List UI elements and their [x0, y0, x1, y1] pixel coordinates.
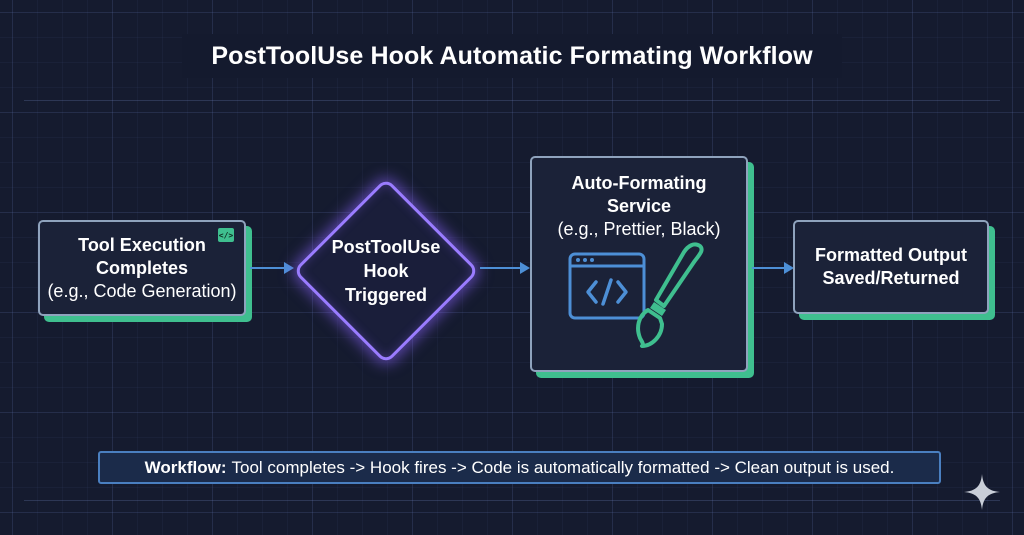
arrow-tool-to-hook: [250, 262, 294, 274]
diagram-title: PostToolUse Hook Automatic Formating Wor…: [211, 41, 813, 70]
arrow-hook-to-service: [480, 262, 530, 274]
node-service-line2: Service: [606, 196, 672, 216]
node-tool-line3: (e.g., Code Generation): [47, 280, 237, 301]
node-hook-line2: Hook: [363, 261, 409, 281]
node-output-line2: Saved/Returned: [822, 268, 960, 288]
node-service-line3: (e.g., Prettier, Black): [557, 219, 721, 239]
workflow-label: Workflow:: [144, 457, 227, 477]
paintbrush-icon: [636, 242, 704, 348]
arrow-service-to-output: [752, 262, 794, 274]
frame-line-bottom: [24, 500, 1000, 501]
node-hook-line1: PostToolUse: [331, 237, 441, 257]
sparkle-icon: [964, 474, 1000, 510]
frame-line-top: [24, 100, 1000, 101]
code-badge-icon: </>: [218, 228, 234, 242]
workflow-summary: Workflow: Tool completes -> Hook fires -…: [98, 451, 941, 484]
node-service-line1: Auto-Formating: [571, 173, 707, 193]
node-tool-line2: Completes: [95, 257, 189, 278]
node-hook-triggered: PostToolUse Hook Triggered: [292, 177, 480, 365]
workflow-text: Tool completes -> Hook fires -> Code is …: [231, 457, 895, 477]
node-auto-formatting-service: Auto-Formating Service (e.g., Prettier, …: [530, 156, 748, 372]
node-formatted-output: Formatted Output Saved/Returned: [793, 220, 989, 314]
title-bar: PostToolUse Hook Automatic Formating Wor…: [182, 34, 842, 78]
node-hook-line3: Triggered: [344, 285, 428, 305]
node-tool-execution: Tool Execution Completes (e.g., Code Gen…: [38, 220, 246, 316]
node-hook-text: PostToolUse Hook Triggered: [293, 178, 479, 364]
code-window-icon: [568, 252, 646, 320]
node-output-line1: Formatted Output: [815, 245, 967, 265]
node-tool-line1: Tool Execution: [78, 234, 206, 255]
